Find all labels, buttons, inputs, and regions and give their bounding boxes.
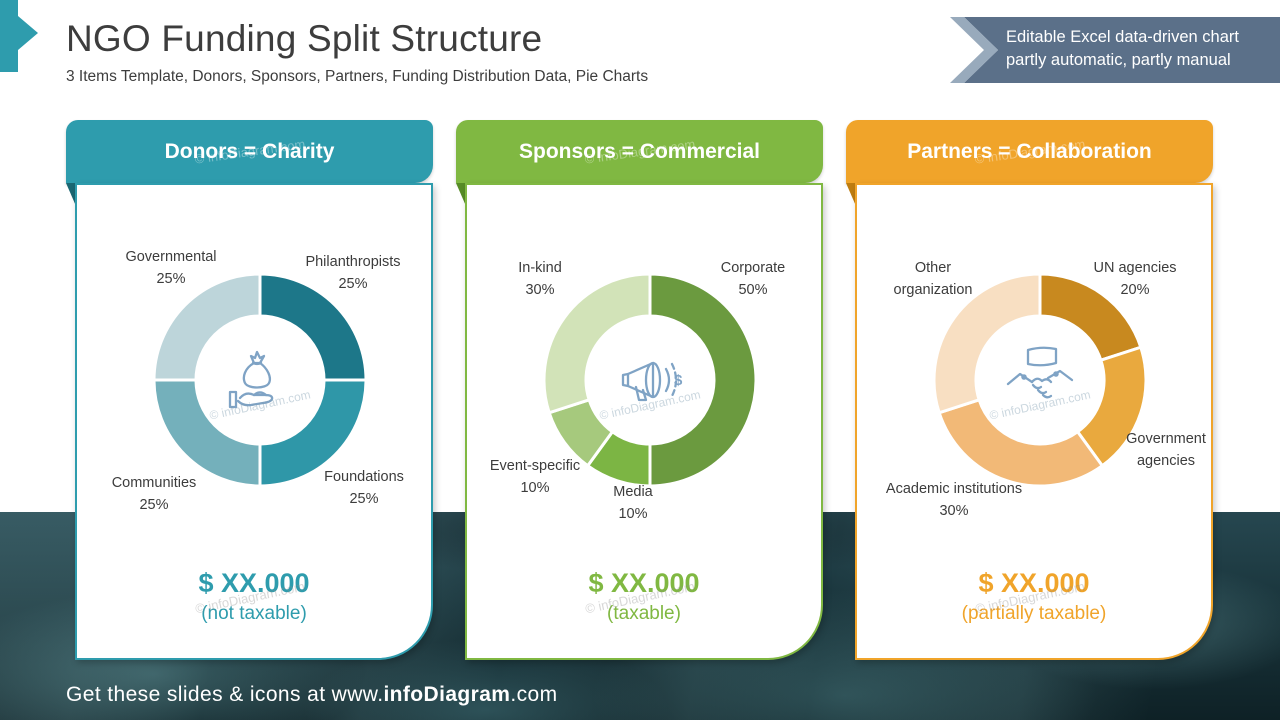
- svg-text:$: $: [674, 372, 683, 389]
- card-partners: Partners = Collaboration © infoDiagram.c…: [846, 120, 1213, 660]
- megaphone-dollar-icon: $: [621, 361, 683, 402]
- badge-line2: partly automatic, partly manual: [1006, 51, 1231, 69]
- label-other-organization: Other organization: [893, 260, 973, 298]
- footer-brand: infoDiagram: [383, 683, 511, 706]
- card-donors: Donors = Charity © infoDiagram.com © inf…: [66, 120, 433, 660]
- footer-link[interactable]: Get these slides & icons at www.infoDiag…: [66, 683, 557, 707]
- money-bag-hand-icon: [228, 350, 274, 409]
- badge-chevron-shape: [950, 17, 1280, 83]
- donut-segment-other-organization: [932, 272, 1042, 415]
- card-donors-body: [75, 183, 433, 660]
- donut-segment-governmental: [152, 272, 262, 382]
- label-governmental: Governmental 25%: [125, 249, 217, 287]
- accent-arrow-shape: [0, 0, 38, 72]
- card-sponsors: Sponsors = Commercial © infoDiagram.com …: [456, 120, 823, 660]
- donut-svg-partners: [932, 272, 1148, 488]
- card-donors-header: Donors = Charity © infoDiagram.com: [66, 120, 433, 183]
- label-academic-institutions: Academic institutions 30%: [885, 481, 1023, 519]
- label-communities: Communities 25%: [111, 475, 197, 513]
- tax-note-partners: (partially taxable): [961, 603, 1107, 624]
- card-partners-title: Partners = Collaboration: [907, 140, 1152, 163]
- card-sponsors-body: [465, 183, 823, 660]
- label-un-agencies: UN agencies 20%: [1093, 260, 1177, 298]
- donut-svg-donors: [152, 272, 368, 488]
- card-sponsors-title: Sponsors = Commercial: [519, 140, 760, 163]
- footer-suffix: .com: [510, 683, 558, 706]
- title-block: NGO Funding Split Structure 3 Items Temp…: [66, 16, 648, 86]
- page-title: NGO Funding Split Structure: [66, 18, 543, 59]
- tax-note-donors: (not taxable): [201, 603, 307, 624]
- label-event-specific: Event-specific 10%: [489, 458, 581, 496]
- donut-segment-corporate: [648, 272, 758, 488]
- card-partners-header: Partners = Collaboration © infoDiagram.c…: [846, 120, 1213, 183]
- label-corporate: Corporate 50%: [720, 260, 786, 298]
- donut-segment-in-kind: [542, 272, 652, 415]
- card-sponsors-header: Sponsors = Commercial © infoDiagram.com: [456, 120, 823, 183]
- label-foundations: Foundations 25%: [324, 469, 404, 507]
- label-in-kind: In-kind 30%: [518, 260, 562, 298]
- donut-chart-partners: © infoDiagram.com: [920, 260, 1160, 500]
- amount-partners: $ XX.000: [978, 568, 1090, 598]
- amount-sponsors: $ XX.000: [588, 568, 700, 598]
- label-government-agencies: Government agencies: [1126, 431, 1206, 469]
- footer-prefix: Get these slides & icons at www.: [66, 683, 384, 706]
- handshake-icon: [1006, 346, 1074, 399]
- editable-chart-badge: Editable Excel data-driven chart partly …: [940, 17, 1280, 83]
- card-donors-title: Donors = Charity: [164, 140, 335, 163]
- donut-segment-academic-institutions: [937, 397, 1105, 488]
- donut-chart-sponsors: $ © infoDiagram.com: [530, 260, 770, 500]
- tax-note-sponsors: (taxable): [607, 603, 681, 624]
- amount-donors: $ XX.000: [198, 568, 310, 598]
- badge-text: Editable Excel data-driven chart partly …: [1006, 26, 1239, 72]
- page-subtitle: 3 Items Template, Donors, Sponsors, Part…: [66, 68, 649, 85]
- card-partners-body: [855, 183, 1213, 660]
- donut-svg-sponsors: [542, 272, 758, 488]
- label-philanthropists: Philanthropists 25%: [305, 254, 401, 292]
- label-media: Media 10%: [613, 484, 653, 522]
- donut-chart-donors: © infoDiagram.com: [140, 260, 380, 500]
- badge-line1: Editable Excel data-driven chart: [1006, 28, 1239, 46]
